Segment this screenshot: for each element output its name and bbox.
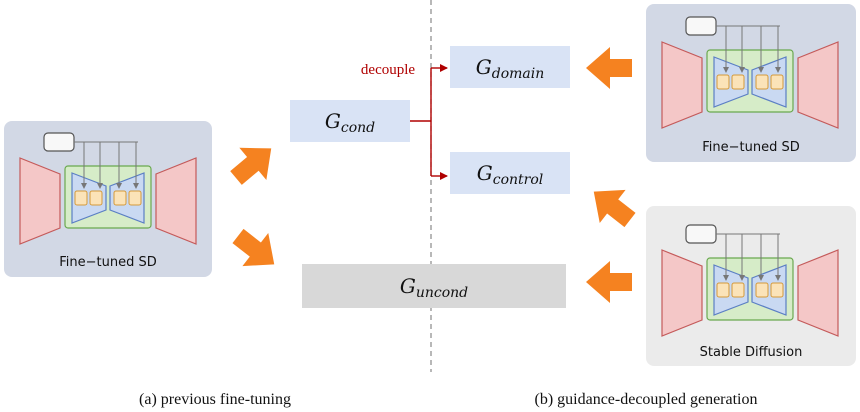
arrow-bottom-to-uncond — [586, 261, 632, 303]
arrow-top-to-domain — [586, 47, 632, 89]
right-top-model-label: Fine−tuned SD — [702, 140, 800, 155]
g-uncond-box: Guncond — [302, 264, 566, 308]
left-model-panel: Fine−tuned SD — [4, 121, 212, 277]
g-cond-label: Gcond — [325, 109, 375, 136]
g-domain-label: Gdomain — [476, 55, 545, 82]
g-uncond-label: Guncond — [400, 274, 468, 301]
caption-right: (b) guidance-decoupled generation — [534, 391, 757, 408]
decouple-label: decouple — [361, 62, 415, 78]
right-top-model-panel: Fine−tuned SD — [646, 4, 856, 162]
left-model-label: Fine−tuned SD — [59, 255, 157, 270]
arrow-left-to-uncond — [225, 219, 288, 281]
right-bottom-model-panel: Stable Diffusion — [646, 206, 856, 366]
g-cond-box: Gcond — [290, 100, 410, 142]
decouple-connector: decouple — [361, 62, 448, 180]
right-bottom-model-label: Stable Diffusion — [700, 345, 803, 360]
g-control-box: Gcontrol — [450, 152, 570, 194]
arrow-bottom-to-control — [580, 175, 643, 237]
arrow-left-to-cond — [222, 132, 285, 195]
g-control-label: Gcontrol — [477, 161, 544, 188]
caption-left: (a) previous fine-tuning — [139, 391, 291, 408]
g-domain-box: Gdomain — [450, 46, 570, 88]
